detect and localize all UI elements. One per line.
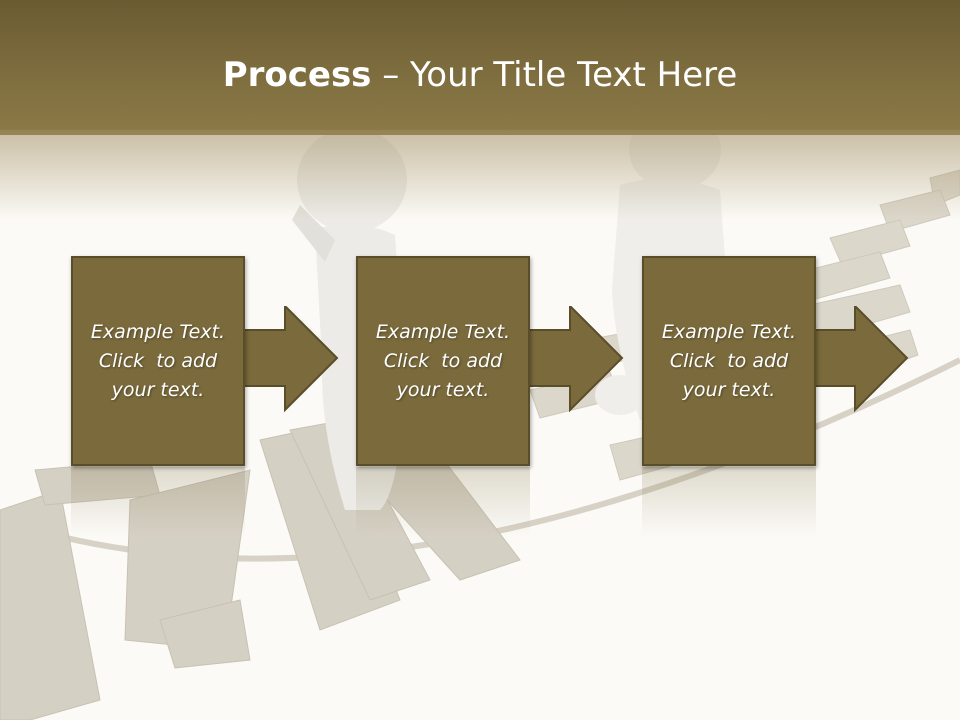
step-text-line: Example Text. <box>661 320 797 343</box>
title-bold: Process <box>222 55 372 95</box>
step-text-line: Example Text. <box>375 320 511 343</box>
step-box-2[interactable]: Example Text. Click to add your text. <box>356 256 530 466</box>
step-2-reflection <box>356 467 530 537</box>
step-1-reflection <box>71 467 245 537</box>
step-text-line: Click to add <box>669 349 789 372</box>
step-text-line: your text. <box>396 378 490 401</box>
arrow-right-icon <box>243 306 339 413</box>
arrow-right-icon <box>528 306 624 413</box>
bridge-planks-left <box>0 419 521 720</box>
step-text: Example Text. Click to add your text. <box>368 318 518 405</box>
step-text-line: Click to add <box>383 349 503 372</box>
title-rest: – Your Title Text Here <box>371 55 738 95</box>
step-text-line: your text. <box>682 378 776 401</box>
step-box-1[interactable]: Example Text. Click to add your text. <box>71 256 245 466</box>
step-3-reflection <box>642 467 816 537</box>
step-text-line: your text. <box>111 378 205 401</box>
arrow-right-icon <box>813 306 909 413</box>
step-text-line: Example Text. <box>90 320 226 343</box>
slide-title[interactable]: Process – Your Title Text Here <box>0 52 960 98</box>
step-text: Example Text. Click to add your text. <box>654 318 804 405</box>
step-box-3[interactable]: Example Text. Click to add your text. <box>642 256 816 466</box>
title-bar-fade <box>0 130 960 220</box>
title-bar <box>0 0 960 135</box>
step-text-line: Click to add <box>98 349 218 372</box>
step-text: Example Text. Click to add your text. <box>83 318 233 405</box>
